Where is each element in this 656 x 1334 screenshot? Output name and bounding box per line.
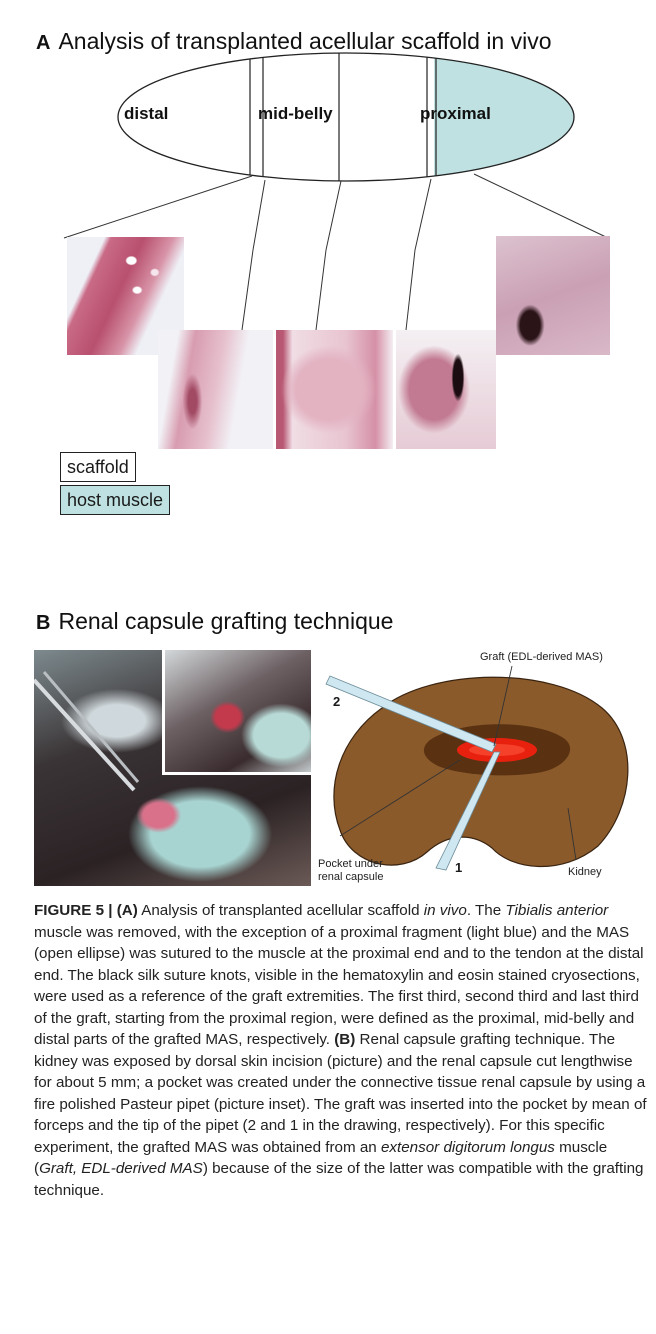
figure-caption: FIGURE 5 | (A) Analysis of transplanted …	[34, 900, 650, 1201]
leader-line	[253, 180, 265, 250]
caption-in-vivo: in vivo	[424, 902, 467, 919]
caption-a-text-1: Analysis of transplanted acellular scaff…	[138, 902, 424, 919]
leader-line	[474, 174, 608, 238]
panel-b-title: Renal capsule grafting technique	[58, 608, 393, 634]
caption-tag-a: (A)	[117, 902, 138, 919]
muscle-segment-diagram	[0, 0, 656, 250]
segment-label-mid-belly: mid-belly	[258, 104, 333, 124]
caption-tag-b: (B)	[334, 1031, 355, 1048]
panel-b-heading: B Renal capsule grafting technique	[36, 608, 393, 635]
caption-figure-label: FIGURE 5 |	[34, 902, 117, 919]
leader-line	[64, 176, 252, 238]
pocket-label-line2: renal capsule	[318, 871, 383, 884]
histology-image-host-muscle	[496, 236, 610, 355]
leader-line	[326, 181, 341, 250]
segment-label-proximal: proximal	[420, 104, 491, 124]
caption-a-text-3: muscle was removed, with the exception o…	[34, 924, 644, 1049]
pocket-label: Pocket under renal capsule	[318, 858, 383, 884]
leader-line	[316, 250, 326, 330]
caption-b-text-1: Renal capsule grafting technique. The ki…	[34, 1031, 647, 1156]
pipet-2-label: 2	[333, 694, 340, 709]
surgery-photo-inset	[162, 650, 311, 775]
leader-line	[242, 250, 253, 330]
histology-image-distal	[158, 330, 273, 449]
graft-label: Graft (EDL-derived MAS)	[480, 651, 603, 664]
legend-scaffold: scaffold	[60, 452, 136, 482]
caption-graft-name: Graft, EDL-derived MAS	[39, 1160, 203, 1177]
segment-label-distal: distal	[124, 104, 168, 124]
panel-b-letter: B	[36, 612, 50, 634]
kidney-label: Kidney	[568, 866, 602, 879]
surgery-photo	[34, 650, 311, 886]
kidney-diagram	[322, 648, 642, 888]
caption-a-text-2: . The	[467, 902, 506, 919]
histology-image-mid-belly	[276, 330, 393, 449]
pocket-label-line1: Pocket under	[318, 858, 383, 871]
histology-image-proximal	[396, 330, 496, 449]
caption-muscle-name: extensor digitorum longus	[381, 1139, 555, 1156]
legend-host-muscle: host muscle	[60, 485, 170, 515]
leader-line	[415, 179, 431, 250]
caption-species: Tibialis anterior	[505, 902, 608, 919]
leader-line	[406, 250, 415, 330]
pipet-1-label: 1	[455, 860, 462, 875]
